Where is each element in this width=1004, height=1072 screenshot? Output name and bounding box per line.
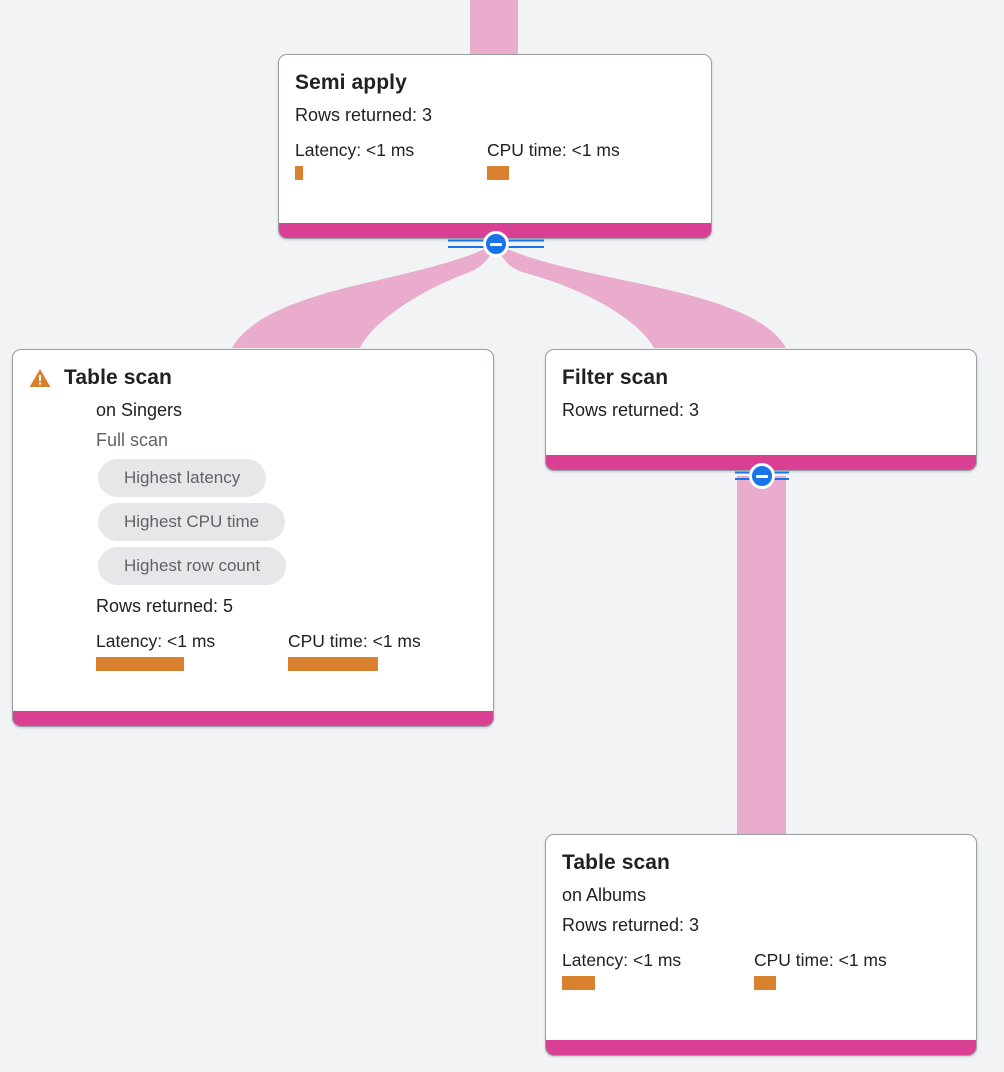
chip-highest-cpu-time[interactable]: Highest CPU time (98, 503, 286, 541)
node-chip-list: Highest latency Highest CPU time Highest… (96, 459, 477, 585)
node-scan-type: Full scan (96, 430, 169, 450)
toggle-rails-icon (735, 471, 789, 480)
node-rows-returned: Rows returned: 3 (562, 915, 700, 935)
metric-latency-label: Latency: <1 ms (562, 950, 682, 970)
node-title: Table scan (64, 366, 172, 389)
metric-cpu-time-bar (487, 166, 509, 180)
node-body: Filter scan Rows returned: 3 (546, 350, 976, 455)
metric-cpu-time-label: CPU time: <1 ms (288, 631, 421, 651)
node-title-row: Table scan (562, 849, 960, 877)
node-rows-returned: Rows returned: 3 (295, 105, 433, 125)
metric-cpu-time-bar (288, 657, 378, 671)
node-metrics: Latency: <1 ms CPU time: <1 ms (295, 139, 695, 180)
chip-highest-latency[interactable]: Highest latency (98, 459, 267, 497)
plan-node-filter-scan[interactable]: Filter scan Rows returned: 3 (545, 349, 977, 471)
collapse-toggle-semi-apply[interactable] (448, 231, 544, 257)
node-subtitle: on Albums (562, 885, 647, 905)
node-rows-returned: Rows returned: 3 (562, 400, 700, 420)
edge-semi-apply-to-filter-scan (498, 244, 786, 348)
toggle-rails-icon (448, 239, 544, 248)
metric-cpu-time: CPU time: <1 ms (754, 949, 887, 990)
node-body: Table scan on Albums Rows returned: 3 La… (546, 835, 976, 1040)
node-body: Table scan on Singers Full scan Highest … (13, 350, 493, 711)
edge-semi-apply-to-table-scan-singers (232, 244, 494, 348)
metric-cpu-time-label: CPU time: <1 ms (487, 140, 620, 160)
metric-latency-label: Latency: <1 ms (96, 631, 216, 651)
metric-latency: Latency: <1 ms (96, 630, 288, 671)
warning-triangle-icon (29, 369, 51, 387)
plan-node-semi-apply[interactable]: Semi apply Rows returned: 3 Latency: <1 … (278, 54, 712, 239)
node-title: Table scan (562, 851, 670, 874)
metric-latency-bar (96, 657, 184, 671)
metric-latency-bar (295, 166, 303, 180)
node-body: Semi apply Rows returned: 3 Latency: <1 … (279, 55, 711, 223)
node-title-row: Table scan (29, 364, 477, 392)
metric-latency-label: Latency: <1 ms (295, 140, 415, 160)
node-metrics: Latency: <1 ms CPU time: <1 ms (562, 949, 960, 990)
node-title: Filter scan (562, 366, 669, 389)
node-details: on Singers Full scan Highest latency Hig… (29, 395, 477, 671)
collapse-minus-icon[interactable] (749, 463, 775, 489)
plan-node-table-scan-singers[interactable]: Table scan on Singers Full scan Highest … (12, 349, 494, 727)
metric-latency-bar (562, 976, 595, 990)
metric-cpu-time-bar (754, 976, 776, 990)
node-subtitle: on Singers (96, 400, 183, 420)
metric-cpu-time: CPU time: <1 ms (487, 139, 620, 180)
node-title-row: Semi apply (295, 69, 695, 97)
chip-highest-row-count[interactable]: Highest row count (98, 547, 287, 585)
metric-cpu-time-label: CPU time: <1 ms (754, 950, 887, 970)
collapse-toggle-filter-scan[interactable] (714, 463, 810, 489)
node-title: Semi apply (295, 71, 407, 94)
node-metrics: Latency: <1 ms CPU time: <1 ms (96, 630, 477, 671)
plan-node-table-scan-albums[interactable]: Table scan on Albums Rows returned: 3 La… (545, 834, 977, 1056)
node-accent-bar (13, 711, 493, 726)
metric-latency: Latency: <1 ms (562, 949, 754, 990)
edge-incoming-top (470, 0, 518, 58)
collapse-minus-icon[interactable] (483, 231, 509, 257)
edge-filter-scan-to-table-scan-albums (737, 476, 786, 842)
node-accent-bar (546, 1040, 976, 1055)
node-rows-returned: Rows returned: 5 (96, 596, 234, 616)
node-title-row: Filter scan (562, 364, 960, 392)
metric-latency: Latency: <1 ms (295, 139, 487, 180)
metric-cpu-time: CPU time: <1 ms (288, 630, 421, 671)
